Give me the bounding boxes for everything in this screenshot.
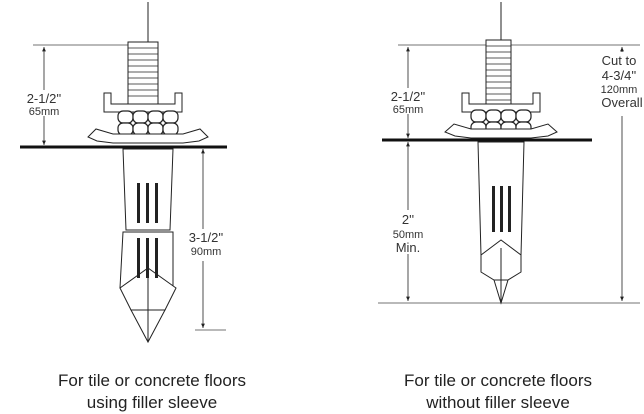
left-diagram: 2-1/2'' 65mm 3-1/2'' 90mm bbox=[20, 2, 227, 344]
left-top-dim-mm: 65mm bbox=[29, 106, 60, 118]
left-bottom-dim-inch: 3-1/2'' bbox=[189, 230, 224, 245]
left-anchor-slots bbox=[137, 183, 158, 278]
right-overall-dim-inch: 4-3/4'' bbox=[602, 68, 637, 83]
left-caption-line-1: For tile or concrete floors bbox=[57, 371, 246, 390]
right-flange bbox=[444, 123, 558, 139]
right-overall-dim-label: Overall bbox=[601, 95, 642, 110]
right-diagram: 2-1/2'' 65mm 2'' 50mm Min. Cut to 4-3/4'… bbox=[378, 2, 644, 305]
left-top-dim-inch: 2-1/2'' bbox=[27, 91, 62, 106]
right-top-dim-mm: 65mm bbox=[393, 104, 424, 116]
right-bottom-dim-min: Min. bbox=[396, 240, 421, 255]
right-overall-dim-mm: 120mm bbox=[601, 84, 638, 96]
right-overall-dim-cut: Cut to bbox=[602, 53, 637, 68]
right-caption: For tile or concrete floors without fill… bbox=[358, 370, 638, 414]
right-bottom-dim-mm: 50mm bbox=[393, 229, 424, 241]
left-caption: For tile or concrete floors using filler… bbox=[12, 370, 292, 414]
right-anchor-slots bbox=[492, 186, 511, 232]
left-bottom-dim-mm: 90mm bbox=[191, 246, 222, 258]
left-nut-stack bbox=[117, 110, 179, 136]
left-flange bbox=[87, 128, 209, 144]
left-threaded-rod bbox=[127, 41, 159, 105]
right-threaded-rod bbox=[485, 39, 512, 107]
right-top-dim-inch: 2-1/2'' bbox=[391, 89, 426, 104]
right-caption-line-2: without filler sleeve bbox=[426, 393, 570, 412]
right-bottom-dim-inch: 2'' bbox=[402, 212, 414, 227]
right-caption-line-1: For tile or concrete floors bbox=[403, 371, 592, 390]
left-caption-line-2: using filler sleeve bbox=[86, 393, 218, 412]
